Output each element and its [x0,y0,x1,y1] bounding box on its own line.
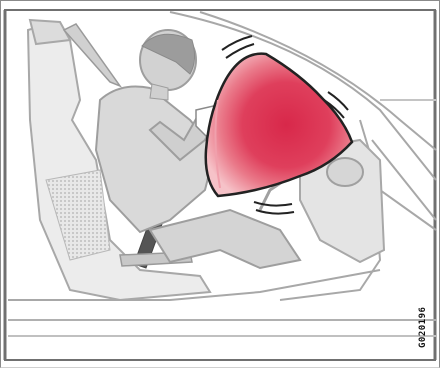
figure-code-text: G020196 [418,307,428,348]
figure-code: G020196 [418,302,432,348]
